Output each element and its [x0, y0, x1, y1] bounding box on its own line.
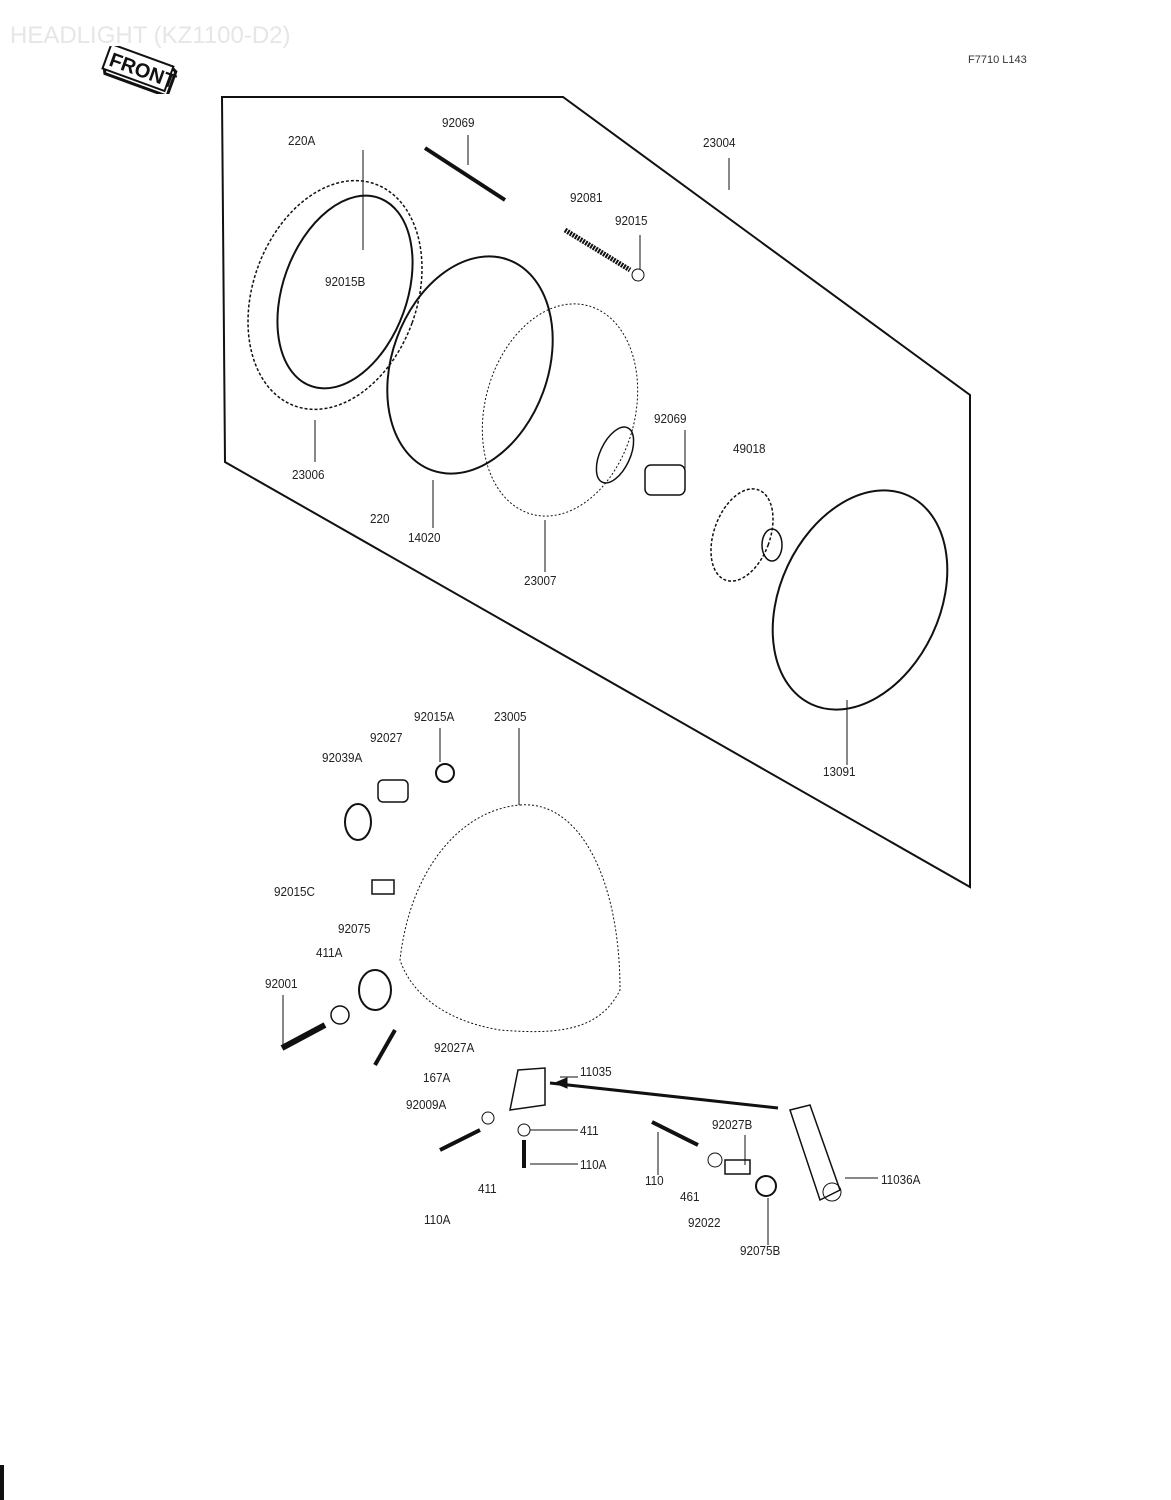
page-edge-mark	[0, 1465, 4, 1500]
rim-23006	[247, 179, 423, 411]
part-label-92075: 92075	[338, 921, 371, 936]
part-label-92027A: 92027A	[434, 1040, 475, 1055]
diagram-title: HEADLIGHT (KZ1100-D2)	[10, 22, 291, 49]
ring-13091	[771, 489, 949, 711]
part-label-23005: 23005	[494, 709, 527, 724]
front-direction-marker: FRONT	[101, 46, 178, 94]
part-label-92009A: 92009A	[406, 1097, 447, 1112]
part-label-92015: 92015	[615, 213, 648, 228]
sealed-beam-23007	[481, 303, 639, 517]
part-label-13091: 13091	[823, 764, 856, 779]
part-label-92027B: 92027B	[712, 1117, 753, 1132]
part-label-92015C: 92015C	[274, 884, 315, 899]
part-label-23004: 23004	[703, 135, 736, 150]
ring-14020	[386, 255, 554, 475]
part-label-92027: 92027	[370, 730, 403, 745]
part-label-49018: 49018	[733, 441, 766, 456]
part-label-92081: 92081	[570, 190, 603, 205]
part-label-461: 461	[680, 1189, 700, 1204]
part-label-92075B: 92075B	[740, 1243, 781, 1258]
part-label-11036A: 11036A	[881, 1172, 921, 1187]
part-label-110A-right: 110A	[580, 1157, 607, 1172]
part-label-92015B: 92015B	[325, 274, 366, 289]
part-label-92039A: 92039A	[322, 750, 363, 765]
part-label-220: 220	[370, 511, 390, 526]
drawing-code: F7710 L143	[968, 54, 1027, 66]
part-label-110: 110	[645, 1173, 664, 1188]
part-label-220A: 220A	[288, 133, 316, 148]
part-label-167A: 167A	[423, 1070, 451, 1085]
part-label-411-right: 411	[580, 1123, 599, 1138]
part-label-411-left: 411	[478, 1181, 497, 1196]
part-label-92001: 92001	[265, 976, 298, 991]
part-label-92069-bulb: 92069	[654, 411, 687, 426]
part-label-23007: 23007	[524, 573, 557, 588]
part-label-411A: 411A	[316, 945, 343, 960]
part-label-11035: 11035	[580, 1064, 612, 1079]
part-label-14020: 14020	[408, 530, 441, 545]
assembly-frame	[220, 96, 971, 889]
part-label-110A-left: 110A	[424, 1212, 451, 1227]
part-label-23006: 23006	[292, 467, 325, 482]
part-label-92069: 92069	[442, 115, 475, 130]
part-label-92022: 92022	[688, 1215, 721, 1230]
boot-49018	[710, 488, 774, 582]
housing-23005	[399, 804, 621, 1033]
part-label-92015A: 92015A	[414, 709, 455, 724]
